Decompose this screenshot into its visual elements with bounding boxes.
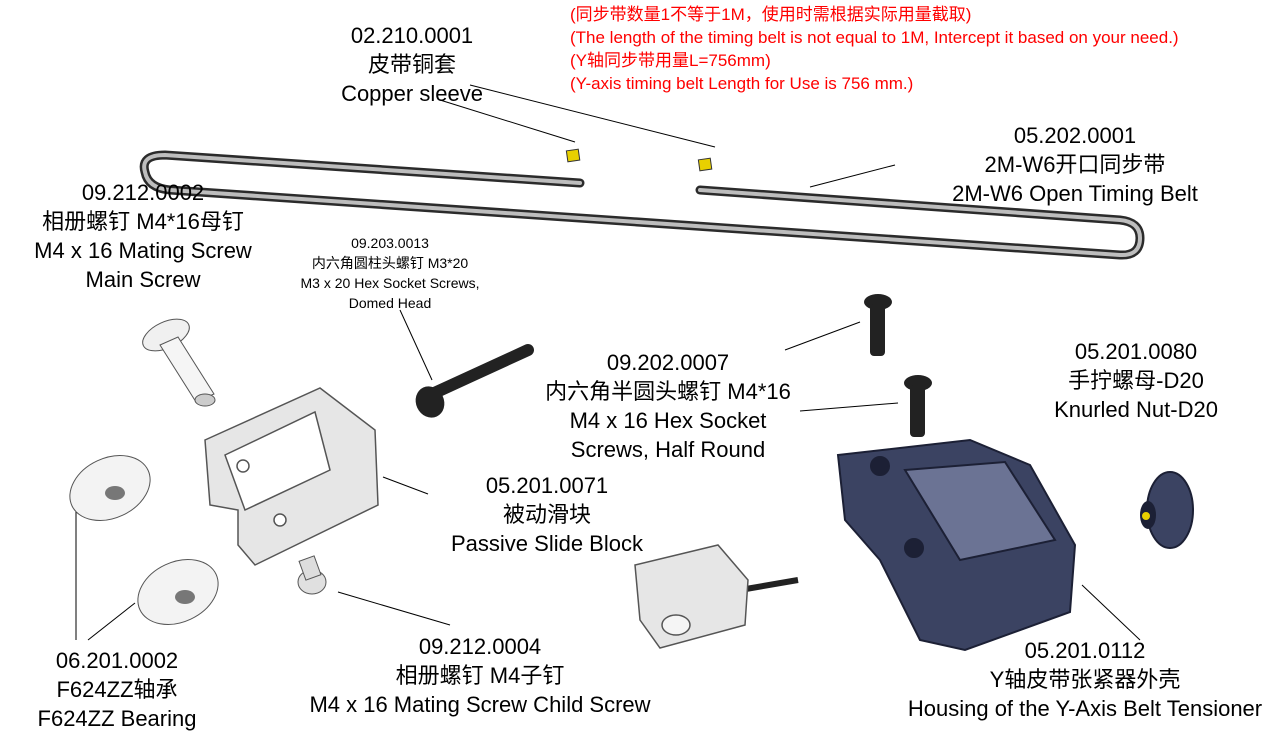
- part-name-cn: 被动滑块: [502, 502, 592, 527]
- part-name-en-2: Domed Head: [348, 295, 432, 311]
- part-name-en: M4 x 16 Mating Screw Child Screw: [309, 692, 651, 717]
- part-code: 09.202.0007: [606, 350, 730, 375]
- part-name-en: M3 x 20 Hex Socket Screws,: [300, 275, 480, 291]
- label-housing: 05.201.0112 Y轴皮带张紧器外壳 Housing of the Y-A…: [908, 636, 1262, 723]
- part-name-en: Housing of the Y-Axis Belt Tensioner: [907, 696, 1263, 721]
- part-name-en: F624ZZ Bearing: [37, 706, 197, 731]
- part-name-cn: 相册螺钉 M4子钉: [395, 663, 565, 688]
- part-name-en: Knurled Nut-D20: [1054, 397, 1218, 422]
- label-bearing: 06.201.0002 F624ZZ轴承 F624ZZ Bearing: [38, 646, 197, 733]
- label-timing-belt: 05.202.0001 2M-W6开口同步带 2M-W6 Open Timing…: [952, 121, 1198, 208]
- m4-hex-screw-bottom: [904, 375, 932, 437]
- m4-hex-screw-top: [864, 294, 892, 356]
- note-length-cn: (Y轴同步带用量L=756mm): [570, 51, 771, 70]
- part-code: 09.203.0013: [351, 235, 429, 251]
- part-code: 05.202.0001: [1013, 123, 1137, 148]
- knurled-nut: [1140, 471, 1194, 549]
- timing-belt-note: (同步带数量1不等于1M，使用时需根据实际用量截取) (The length o…: [570, 3, 1179, 95]
- note-line-cn: (同步带数量1不等于1M，使用时需根据实际用量截取): [570, 5, 972, 24]
- part-name-cn: 内六角圆柱头螺钉 M3*20: [311, 255, 469, 271]
- part-code: 05.201.0080: [1074, 339, 1198, 364]
- main-screw: [142, 318, 216, 407]
- part-name-cn: 手拧螺母-D20: [1068, 368, 1204, 393]
- label-child-screw: 09.212.0004 相册螺钉 M4子钉 M4 x 16 Mating Scr…: [309, 632, 650, 719]
- leader-lines: [75, 84, 1141, 641]
- bearing-top: [69, 455, 151, 521]
- label-m3-screw: 09.203.0013 内六角圆柱头螺钉 M3*20 M3 x 20 Hex S…: [301, 233, 480, 313]
- part-name-cn: 相册螺钉 M4*16母钉: [42, 209, 244, 234]
- part-name-en: M4 x 16 Mating Screw: [34, 238, 252, 263]
- child-screw: [297, 555, 327, 595]
- label-m4-hex-screw: 09.202.0007 内六角半圆头螺钉 M4*16 M4 x 16 Hex S…: [545, 348, 791, 464]
- copper-sleeve-left: [565, 148, 581, 163]
- bearing-bottom: [137, 559, 219, 625]
- copper-sleeve-right: [697, 157, 713, 172]
- part-code: 06.201.0002: [55, 648, 179, 673]
- part-code: 05.201.0071: [485, 473, 609, 498]
- timing-belt: [139, 150, 1145, 260]
- part-code: 02.210.0001: [350, 23, 474, 48]
- part-name-cn: Y轴皮带张紧器外壳: [989, 667, 1181, 692]
- label-slide-block: 05.201.0071 被动滑块 Passive Slide Block: [451, 471, 643, 558]
- part-name-en-2: Screws, Half Round: [570, 437, 766, 462]
- note-length-en: (Y-axis timing belt Length for Use is 75…: [570, 74, 914, 93]
- assembled-slide-block: [634, 544, 799, 649]
- part-name-en: Copper sleeve: [341, 81, 483, 106]
- part-code: 09.212.0004: [418, 634, 542, 659]
- note-line-en: (The length of the timing belt is not eq…: [570, 28, 1179, 47]
- part-code: 09.212.0002: [81, 180, 205, 205]
- part-name-cn: 皮带铜套: [367, 52, 456, 77]
- passive-slide-block: [204, 387, 379, 566]
- part-name-cn: 2M-W6开口同步带: [984, 152, 1166, 177]
- part-name-cn: F624ZZ轴承: [56, 677, 178, 702]
- part-name-en-2: Main Screw: [85, 267, 201, 292]
- part-name-cn: 内六角半圆头螺钉 M4*16: [545, 379, 791, 404]
- label-copper-sleeve: 02.210.0001 皮带铜套 Copper sleeve: [341, 21, 483, 108]
- part-name-en: Passive Slide Block: [451, 531, 643, 556]
- tensioner-housing: [836, 438, 1077, 652]
- m3-hex-screw: [415, 344, 534, 418]
- label-knurled-nut: 05.201.0080 手拧螺母-D20 Knurled Nut-D20: [1054, 337, 1218, 424]
- part-name-en: M4 x 16 Hex Socket: [569, 408, 767, 433]
- label-main-screw: 09.212.0002 相册螺钉 M4*16母钉 M4 x 16 Mating …: [34, 178, 252, 294]
- part-name-en: 2M-W6 Open Timing Belt: [952, 181, 1198, 206]
- part-code: 05.201.0112: [1024, 638, 1146, 663]
